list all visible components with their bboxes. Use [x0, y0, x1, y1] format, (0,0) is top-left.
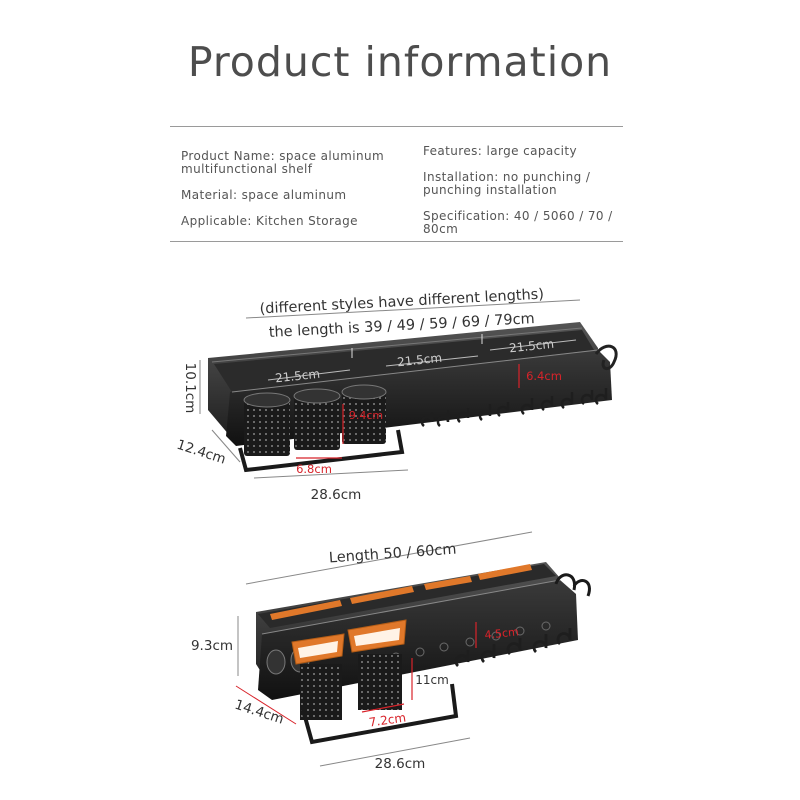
d2-knife-slots — [270, 564, 532, 620]
d1-cup-width: 6.8cm — [296, 462, 332, 476]
d1-depth: 12.4cm — [175, 437, 228, 468]
shelf-diagram-bottom: Length 50 / 60cm — [191, 531, 591, 772]
d2-length: Length 50 / 60cm — [328, 542, 457, 567]
d2-depth: 14.4cm — [233, 697, 286, 728]
bottom-divider — [170, 241, 623, 242]
spec-installation: Installation: no punching / punching ins… — [423, 170, 591, 197]
d1-seg2-label: 21.5cm — [396, 351, 442, 370]
spec-product-name: Product Name: space aluminum multifuncti… — [181, 149, 385, 176]
d2-cup-width: 7.2cm — [368, 711, 407, 730]
spec-applicable: Applicable: Kitchen Storage — [181, 214, 358, 228]
spec-features: Features: large capacity — [423, 144, 577, 158]
d2-height: 9.3cm — [191, 638, 233, 654]
d2-cup-height: 11cm — [415, 673, 449, 687]
d2-utensil-cups — [291, 619, 407, 720]
d1-seg1-label: 21.5cm — [274, 367, 320, 386]
d2-front-ornaments — [365, 621, 551, 667]
d1-bottom-width: 28.6cm — [311, 487, 362, 503]
d1-seg3-label: 21.5cm — [508, 337, 554, 356]
d1-height: 10.1cm — [182, 363, 198, 414]
d1-cup-height: 9.4cm — [349, 409, 383, 422]
top-divider — [170, 126, 623, 127]
page-title: Product information — [187, 38, 613, 86]
d2-hooks — [454, 628, 572, 668]
spec-specification: Specification: 40 / 5060 / 70 / 80cm — [423, 209, 613, 236]
d1-rail-height: 6.4cm — [526, 369, 562, 383]
d2-rail-height: 4.5cm — [484, 625, 519, 642]
shelf-diagram-top: (different styles have different lengths… — [175, 287, 618, 503]
d2-bottom-width: 28.6cm — [375, 756, 426, 772]
d1-hooks — [420, 388, 608, 427]
spec-material: Material: space aluminum — [181, 188, 347, 202]
d1-utensil-cups — [243, 384, 387, 456]
